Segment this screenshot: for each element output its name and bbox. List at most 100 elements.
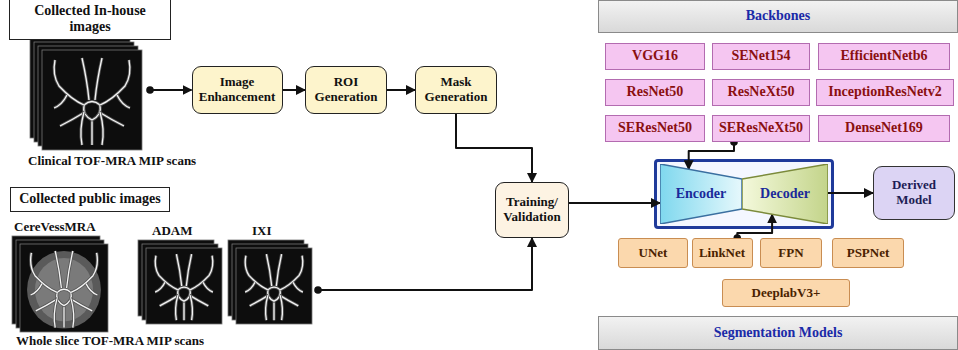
vessel-glow bbox=[203, 282, 213, 292]
decoder-outline bbox=[742, 164, 828, 224]
vessel-glow bbox=[82, 58, 89, 100]
process-box: Mask Generation bbox=[415, 66, 497, 114]
vessel bbox=[100, 60, 130, 105]
connector bbox=[569, 202, 660, 204]
vessel bbox=[266, 295, 268, 320]
scan-stack bbox=[12, 236, 108, 332]
vessel bbox=[186, 254, 191, 286]
node-text: Decoder bbox=[760, 186, 810, 202]
process-box: Image Enhancement bbox=[192, 66, 283, 114]
node-text: SENet154 bbox=[731, 48, 790, 64]
node-text: FPN bbox=[778, 246, 803, 261]
connector bbox=[456, 114, 532, 182]
vessel bbox=[67, 251, 73, 288]
vessel bbox=[57, 289, 72, 305]
node-text: PSPNet bbox=[847, 246, 890, 261]
vessel-glow bbox=[266, 254, 271, 286]
caption-label: CereVessMRA bbox=[14, 219, 96, 234]
caption-label: IXI bbox=[252, 223, 272, 238]
scan-slice bbox=[146, 248, 222, 324]
backbone-box: VGG16 bbox=[605, 43, 705, 70]
vessel-glow bbox=[54, 299, 57, 328]
node-text: Collected public images bbox=[19, 191, 161, 207]
node-text: Image Enhancement bbox=[198, 75, 277, 105]
vessel bbox=[71, 299, 74, 328]
node-text: SEResNet50 bbox=[618, 120, 692, 136]
node-text: EfficientNetb6 bbox=[840, 48, 927, 64]
brain-shape bbox=[27, 251, 101, 328]
vessel-glow bbox=[190, 256, 213, 290]
backbone-box: DenseNet169 bbox=[818, 115, 950, 142]
vessel-glow bbox=[81, 112, 84, 145]
model-box: DeeplabV3+ bbox=[722, 279, 850, 307]
node-text: ROI Generation bbox=[311, 75, 381, 105]
header-band: Segmentation Models bbox=[598, 316, 958, 350]
vessel bbox=[54, 299, 57, 328]
vessel bbox=[31, 253, 57, 293]
caption-label: Clinical TOF-MRA MIP scans bbox=[28, 153, 196, 168]
vessel bbox=[245, 256, 268, 290]
vessel bbox=[31, 284, 42, 295]
vessel-glow bbox=[245, 256, 268, 290]
vessel bbox=[273, 301, 274, 320]
vessel-glow bbox=[31, 284, 42, 295]
vessel-glow bbox=[155, 256, 178, 290]
node-text: DenseNet169 bbox=[845, 120, 923, 136]
vessel-glow bbox=[91, 120, 94, 145]
caption-label: ADAM bbox=[152, 223, 192, 238]
vessel-glow bbox=[100, 60, 130, 105]
vessel bbox=[203, 282, 213, 292]
node-text: Derived Model bbox=[879, 178, 949, 208]
node-text: UNet bbox=[639, 246, 668, 261]
vessel-glow bbox=[31, 253, 57, 293]
encoder-outline bbox=[660, 164, 742, 224]
caption-label: Whole slice TOF-MRA MIP scans bbox=[16, 333, 204, 348]
vessel-glow bbox=[71, 299, 74, 328]
node-text: Backbones bbox=[746, 8, 811, 24]
vessel-glow bbox=[276, 254, 281, 286]
backbone-box: SENet154 bbox=[712, 43, 810, 70]
vessel bbox=[81, 112, 84, 145]
vessel-glow bbox=[178, 287, 191, 301]
backbone-box: ResNeXt50 bbox=[712, 79, 810, 106]
training-box: Training/ Validation bbox=[495, 182, 569, 238]
vessel bbox=[155, 256, 178, 290]
vessel bbox=[176, 254, 181, 286]
scan-stack bbox=[228, 240, 312, 324]
vessel bbox=[183, 301, 184, 320]
vessel-glow bbox=[280, 295, 282, 320]
vessel-glow bbox=[293, 282, 303, 292]
vessel bbox=[245, 282, 255, 292]
connector bbox=[828, 192, 873, 194]
vessel-glow bbox=[100, 112, 103, 145]
model-box: UNet bbox=[618, 238, 688, 268]
scan-stack bbox=[30, 38, 142, 150]
output-box: Derived Model bbox=[873, 166, 955, 220]
vessel bbox=[155, 282, 165, 292]
vessel-glow bbox=[245, 282, 255, 292]
source-box: Collected In-house images bbox=[9, 0, 171, 40]
source-box: Collected public images bbox=[10, 187, 170, 212]
encoder-shape: Encoder bbox=[660, 164, 742, 224]
scan-stack bbox=[138, 240, 222, 324]
vessel-glow bbox=[183, 301, 186, 320]
vessel-glow bbox=[280, 256, 303, 290]
vessel-glow bbox=[57, 289, 72, 305]
node-text: DeeplabV3+ bbox=[752, 286, 821, 301]
node-text: InceptionResNetv2 bbox=[828, 84, 942, 100]
model-box: LinkNet bbox=[692, 238, 753, 268]
process-box: ROI Generation bbox=[305, 66, 387, 114]
vessel-glow bbox=[176, 295, 178, 320]
vessel-glow bbox=[186, 254, 191, 286]
vessel bbox=[176, 295, 178, 320]
vessel bbox=[91, 120, 92, 145]
vessel bbox=[117, 95, 130, 108]
vessel bbox=[82, 58, 89, 100]
vessel bbox=[86, 284, 97, 295]
node-text: Mask Generation bbox=[421, 75, 491, 105]
backbone-box: ResNet50 bbox=[605, 79, 705, 106]
image-feed-line bbox=[318, 238, 532, 290]
scan-slice bbox=[20, 244, 108, 332]
node-text: Encoder bbox=[676, 186, 727, 202]
backbone-box: InceptionResNetv2 bbox=[816, 79, 954, 106]
